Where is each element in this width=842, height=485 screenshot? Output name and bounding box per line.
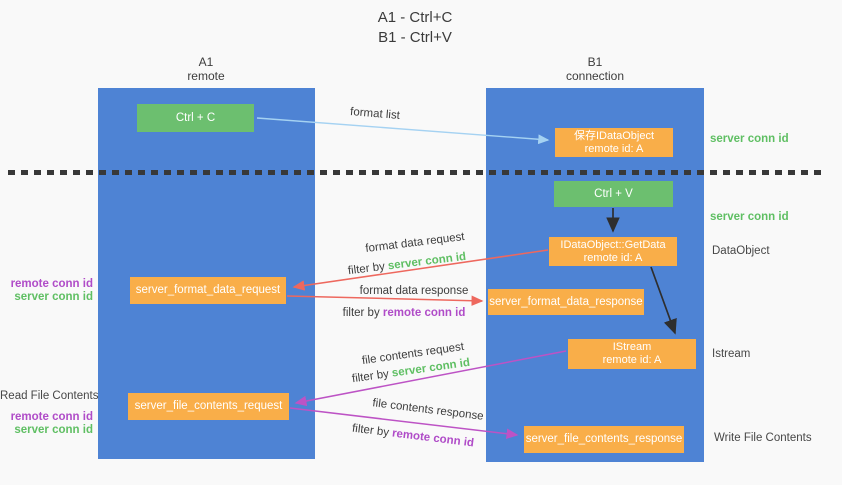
label-left-server-conn-id-1: server conn id — [14, 291, 93, 303]
node-save-dataobject-line1: 保存IDataObject — [573, 129, 655, 142]
lane-a-subtitle: remote — [187, 69, 225, 83]
title-line-1: A1 - Ctrl+C — [377, 9, 453, 26]
server-conn-id-text-1: server conn id — [387, 250, 467, 273]
label-format-data-response: format data response — [359, 285, 469, 297]
label-write-file-contents: Write File Contents — [714, 432, 812, 444]
node-server-format-data-response-label: server_format_data_response — [489, 295, 643, 308]
filter-by-text-1: filter by — [347, 260, 386, 278]
node-ctrl-c-label: Ctrl + C — [175, 111, 216, 124]
node-istream-line1: IStream — [612, 341, 652, 353]
node-server-file-contents-request-label: server_file_contents_request — [134, 400, 283, 412]
node-server-file-contents-response-label: server_file_contents_response — [525, 433, 683, 445]
node-save-dataobject: 保存IDataObject remote id: A — [555, 128, 673, 157]
label-right-server-conn-id-2: server conn id — [710, 211, 789, 223]
label-istream: Istream — [712, 348, 751, 360]
session-separator-line — [8, 170, 825, 175]
label-format-list: format list — [349, 106, 401, 122]
label-dataobject: DataObject — [712, 245, 770, 257]
filter-by-text-2: filter by — [342, 307, 380, 319]
node-ctrl-v-label: Ctrl + V — [594, 187, 633, 200]
label-group-left-conn-ids-1: remote conn id server conn id — [0, 278, 93, 304]
remote-conn-id-text-1: remote conn id — [382, 307, 466, 319]
node-istream: IStream remote id: A — [568, 339, 696, 369]
filter-by-text-4: filter by — [351, 422, 390, 439]
node-ctrl-c: Ctrl + C — [137, 104, 254, 132]
label-filter-by-server-conn-id-1: filter by server conn id — [347, 251, 466, 277]
filter-by-text-3: filter by — [351, 368, 390, 386]
label-filter-by-remote-conn-id-1: filter by remote conn id — [343, 307, 466, 319]
title-line-2: B1 - Ctrl+V — [378, 29, 452, 46]
node-server-format-data-response: server_format_data_response — [488, 289, 644, 315]
node-ctrl-v: Ctrl + V — [554, 181, 673, 207]
diagram-title: A1 - Ctrl+C B1 - Ctrl+V — [378, 8, 453, 48]
label-read-file-contents: Read File Contents — [0, 390, 99, 402]
node-getdata: IDataObject::GetData remote id: A — [549, 237, 677, 266]
label-group-left-conn-ids-2: remote conn id server conn id — [0, 411, 93, 437]
node-istream-line2: remote id: A — [602, 354, 662, 366]
lane-b-name: B1 — [587, 55, 603, 69]
label-right-server-conn-id-1: server conn id — [710, 133, 789, 145]
label-filter-by-remote-conn-id-2: filter by remote conn id — [351, 423, 474, 450]
lane-b-header: B1 connection — [535, 55, 655, 83]
node-save-dataobject-line2: remote id: A — [584, 142, 644, 155]
node-server-format-data-request-label: server_format_data_request — [135, 284, 281, 296]
node-server-file-contents-request: server_file_contents_request — [128, 393, 289, 420]
node-server-file-contents-response: server_file_contents_response — [524, 426, 684, 453]
label-format-data-request: format data request — [364, 230, 466, 256]
node-getdata-line2: remote id: A — [583, 251, 643, 264]
label-left-remote-conn-id-1: remote conn id — [10, 278, 93, 290]
remote-conn-id-text-2: remote conn id — [391, 427, 475, 450]
label-left-server-conn-id-2: server conn id — [14, 424, 93, 436]
node-getdata-line1: IDataObject::GetData — [560, 238, 666, 251]
lane-a-header: A1 remote — [146, 55, 266, 83]
label-file-contents-response: file contents response — [371, 397, 485, 423]
node-server-format-data-request: server_format_data_request — [130, 277, 286, 304]
lane-a-name: A1 — [198, 55, 214, 69]
label-left-remote-conn-id-2: remote conn id — [10, 411, 93, 423]
lane-b-subtitle: connection — [565, 69, 625, 83]
